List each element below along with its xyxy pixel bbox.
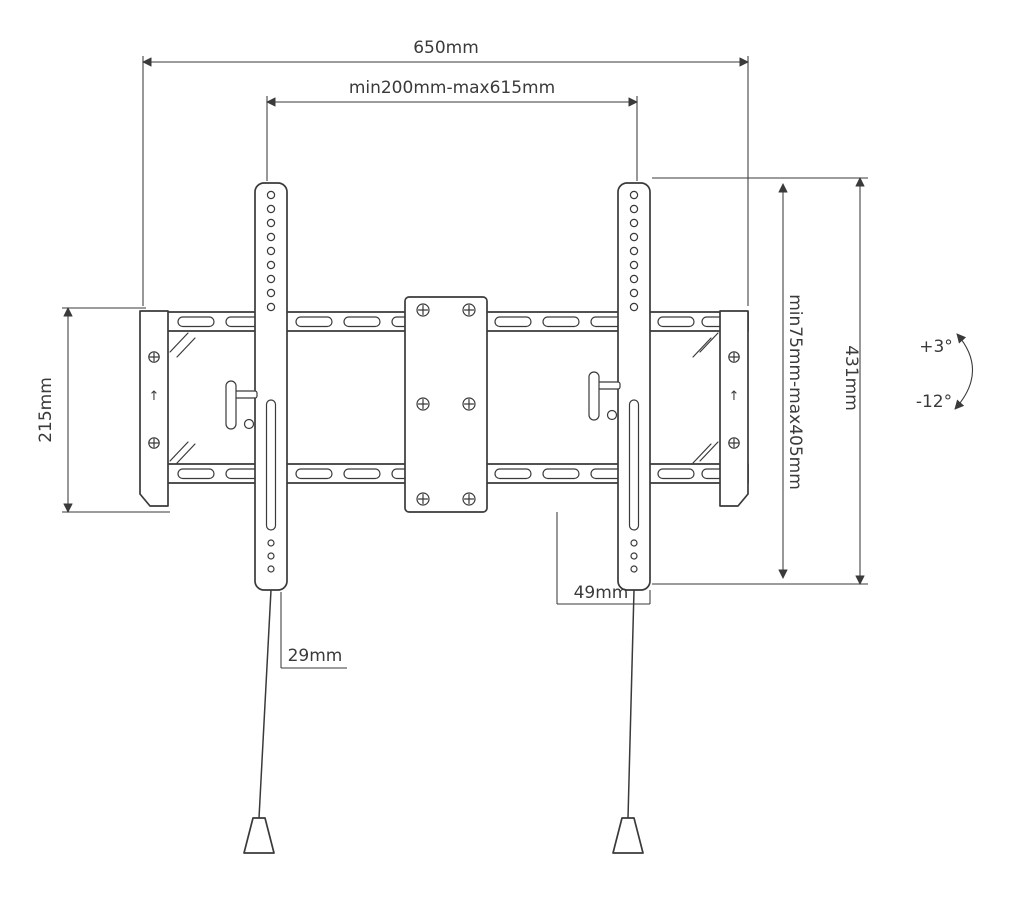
bracket-holes xyxy=(629,190,639,312)
bracket-adjust-slot xyxy=(265,399,277,531)
screw-icon xyxy=(462,303,476,317)
dim-rail-height: 215mm xyxy=(36,307,170,513)
dim-total-width-label: 650mm xyxy=(413,38,479,58)
pull-cord-left[interactable] xyxy=(243,589,275,854)
tilt-up-label: +3° xyxy=(919,337,953,357)
handle-knob[interactable] xyxy=(243,418,255,430)
dim-bracket-height-label: 431mm xyxy=(841,345,861,411)
dim-bracket-height: 431mm xyxy=(652,177,868,585)
screw-icon xyxy=(728,351,740,363)
bracket-holes xyxy=(266,190,276,312)
dim-bracket-spacing-label: min200mm-max615mm xyxy=(349,78,555,98)
endcap-arrow-marking: ↑ xyxy=(729,389,740,404)
bracket-adjust-slot xyxy=(628,399,640,531)
dim-bracket-depth: 29mm xyxy=(280,592,347,669)
dim-bracket-spacing: min200mm-max615mm xyxy=(266,78,638,181)
tilt-angle-annotation: +3° -12° xyxy=(916,333,974,412)
tilt-arc-arrow-icon xyxy=(954,333,974,410)
screw-icon xyxy=(416,492,430,506)
endcap-hatching xyxy=(169,332,196,464)
rail-endcap-left: ↑ xyxy=(139,310,196,507)
tilt-lock-handle[interactable] xyxy=(588,371,621,421)
handle-grip[interactable] xyxy=(588,371,600,421)
screw-icon xyxy=(728,437,740,449)
screw-icon xyxy=(416,303,430,317)
dim-vesa-range-label: min75mm-max405mm xyxy=(785,294,805,490)
rail-endcap-right: ↑ xyxy=(692,310,749,507)
bracket-lower-holes xyxy=(630,539,638,573)
screw-icon xyxy=(148,351,160,363)
handle-grip[interactable] xyxy=(225,380,237,430)
tv-bracket-left xyxy=(225,182,288,591)
tv-bracket-right xyxy=(588,182,651,591)
cord-pull-cone[interactable] xyxy=(612,817,644,854)
dim-total-width: 650mm xyxy=(142,38,749,306)
screw-icon xyxy=(462,492,476,506)
screw-icon xyxy=(462,397,476,411)
dim-bottom-offset: 49mm xyxy=(556,512,651,605)
tilt-lock-handle[interactable] xyxy=(225,380,258,430)
dim-vesa-vertical-range: min75mm-max405mm xyxy=(778,183,805,579)
screw-icon xyxy=(148,437,160,449)
pull-cord-right[interactable] xyxy=(612,589,644,854)
cord-pull-cone[interactable] xyxy=(243,817,275,854)
bracket-lower-holes xyxy=(267,539,275,573)
dim-rail-height-label: 215mm xyxy=(36,377,56,443)
dim-bracket-depth-label: 29mm xyxy=(288,646,343,666)
endcap-hatching xyxy=(692,332,719,464)
center-vesa-plate xyxy=(404,296,488,513)
dim-bottom-offset-label: 49mm xyxy=(574,583,629,603)
endcap-arrow-marking: ↑ xyxy=(149,389,160,404)
screw-icon xyxy=(416,397,430,411)
handle-knob[interactable] xyxy=(606,409,618,421)
tilt-down-label: -12° xyxy=(916,392,952,412)
